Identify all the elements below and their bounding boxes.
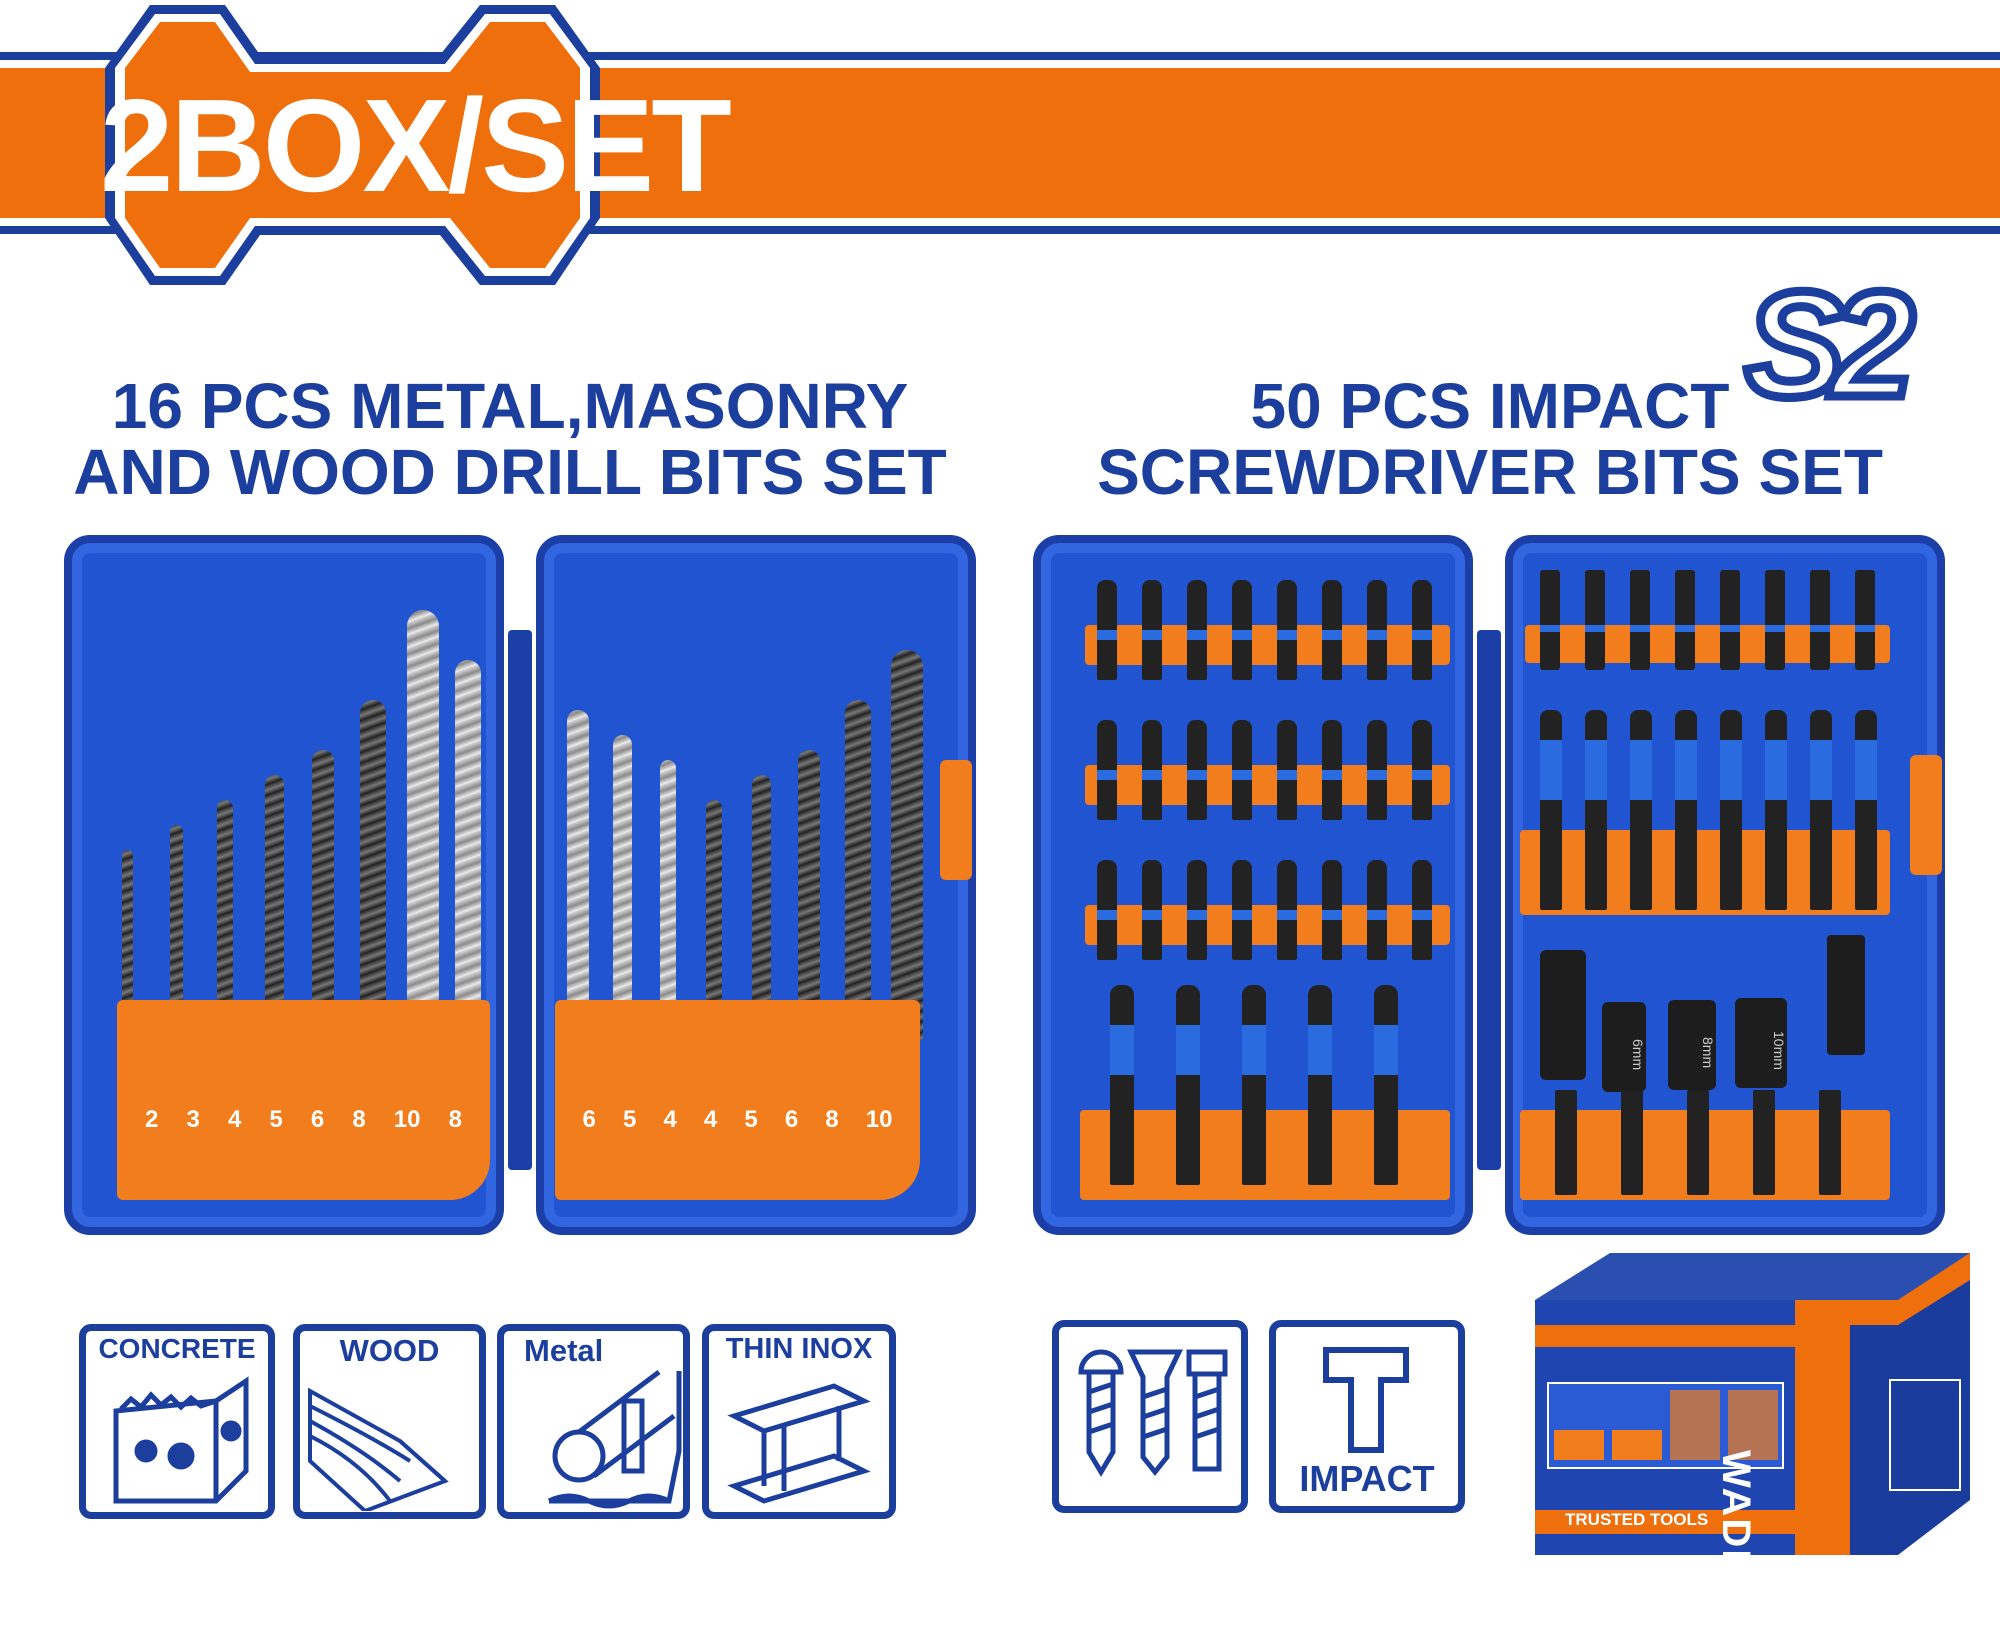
drill-size-label: 6 xyxy=(310,1106,325,1133)
drill-bit[interactable] xyxy=(659,760,676,1040)
package-slogan: TRUSTED TOOLS xyxy=(1565,1510,1709,1529)
concrete-block-icon xyxy=(113,1376,249,1504)
drill-size-label: 2 xyxy=(145,1106,159,1133)
drill-set-heading: 16 PCS METAL,MASONRY AND WOOD DRILL BITS… xyxy=(40,373,980,505)
drill-size-label: 10 xyxy=(865,1106,893,1133)
thin-inox-label: THIN INOX xyxy=(725,1333,873,1365)
impact-label: IMPACT xyxy=(1299,1458,1435,1499)
drill-bit[interactable] xyxy=(752,775,771,1040)
drill-size-label: 8 xyxy=(448,1106,462,1133)
wood-label: WOOD xyxy=(339,1333,440,1368)
drill-bit[interactable] xyxy=(359,700,387,1040)
drill-bit[interactable] xyxy=(217,800,234,1040)
case-hinge xyxy=(1477,630,1501,1170)
drill-size-label: 5 xyxy=(744,1106,758,1133)
banner xyxy=(0,5,2000,285)
thin-inox-icon-box: THIN INOX xyxy=(702,1324,896,1519)
concrete-label: CONCRETE xyxy=(98,1333,256,1364)
drill-size-label: 4 xyxy=(227,1106,242,1133)
drill-size-label: 8 xyxy=(825,1106,839,1133)
drill-bit[interactable] xyxy=(844,700,872,1040)
drill-bit[interactable] xyxy=(312,750,334,1040)
wood-icon-box: WOOD xyxy=(293,1324,486,1519)
drill-size-label: 4 xyxy=(703,1106,718,1133)
drill-heading-line2: AND WOOD DRILL BITS SET xyxy=(73,436,947,508)
steel-beam-icon xyxy=(727,1383,871,1504)
screwdriver-heading-line1: 50 PCS IMPACT xyxy=(1250,370,1730,442)
metal-label: Metal xyxy=(524,1333,604,1368)
wood-plank-icon xyxy=(308,1387,449,1511)
drill-size-label: 8 xyxy=(352,1106,366,1133)
drill-size-label: 5 xyxy=(623,1106,637,1133)
screws-icon-box xyxy=(1052,1320,1248,1513)
concrete-icon-box: CONCRETE xyxy=(79,1324,275,1519)
drill-bit[interactable] xyxy=(567,710,589,1040)
metal-icon-box: Metal xyxy=(497,1324,690,1519)
drill-size-label: 5 xyxy=(269,1106,283,1133)
drill-heading-line1: 16 PCS METAL,MASONRY xyxy=(111,370,909,442)
case-hinge xyxy=(508,630,532,1170)
drill-bit[interactable] xyxy=(890,650,923,1040)
package-box xyxy=(1535,1253,1970,1555)
drill-bits-row-2 xyxy=(555,650,925,1040)
case-latch[interactable] xyxy=(940,760,972,880)
case-latch[interactable] xyxy=(1910,755,1942,875)
impact-t-icon xyxy=(1323,1347,1409,1453)
drill-size-label: 4 xyxy=(663,1106,677,1133)
drill-bit[interactable] xyxy=(122,850,134,1040)
drill-bit[interactable] xyxy=(454,660,482,1040)
drill-size-label: 6 xyxy=(582,1106,596,1133)
bit-case-1 xyxy=(1033,535,1473,1235)
drill-bits-row-1 xyxy=(110,610,490,1040)
drill-bit[interactable] xyxy=(407,610,439,1040)
drill-bit[interactable] xyxy=(798,750,820,1040)
drill-bit[interactable] xyxy=(169,825,184,1040)
drill-bit[interactable] xyxy=(705,800,723,1040)
drill-size-label: 10 xyxy=(393,1106,421,1133)
bit-case-2 xyxy=(1505,535,1945,1235)
impact-icon-box: IMPACT xyxy=(1269,1320,1465,1513)
screwdriver-heading-line2: SCREWDRIVER BITS SET xyxy=(1097,436,1883,508)
s2-steel-badge: S2 xyxy=(1740,256,1919,433)
drill-bit[interactable] xyxy=(613,735,633,1040)
screwdriver-set-heading: 50 PCS IMPACT SCREWDRIVER BITS SET xyxy=(1060,373,1920,505)
drill-bit[interactable] xyxy=(264,775,284,1040)
banner-title: 2BOX/SET xyxy=(100,72,732,219)
metal-pipe-icon xyxy=(547,1370,682,1509)
screws-icon xyxy=(1078,1349,1228,1477)
drill-size-label: 6 xyxy=(784,1106,799,1133)
drill-size-label: 3 xyxy=(186,1106,200,1133)
package-brand: WADFOW xyxy=(1714,1450,1758,1649)
